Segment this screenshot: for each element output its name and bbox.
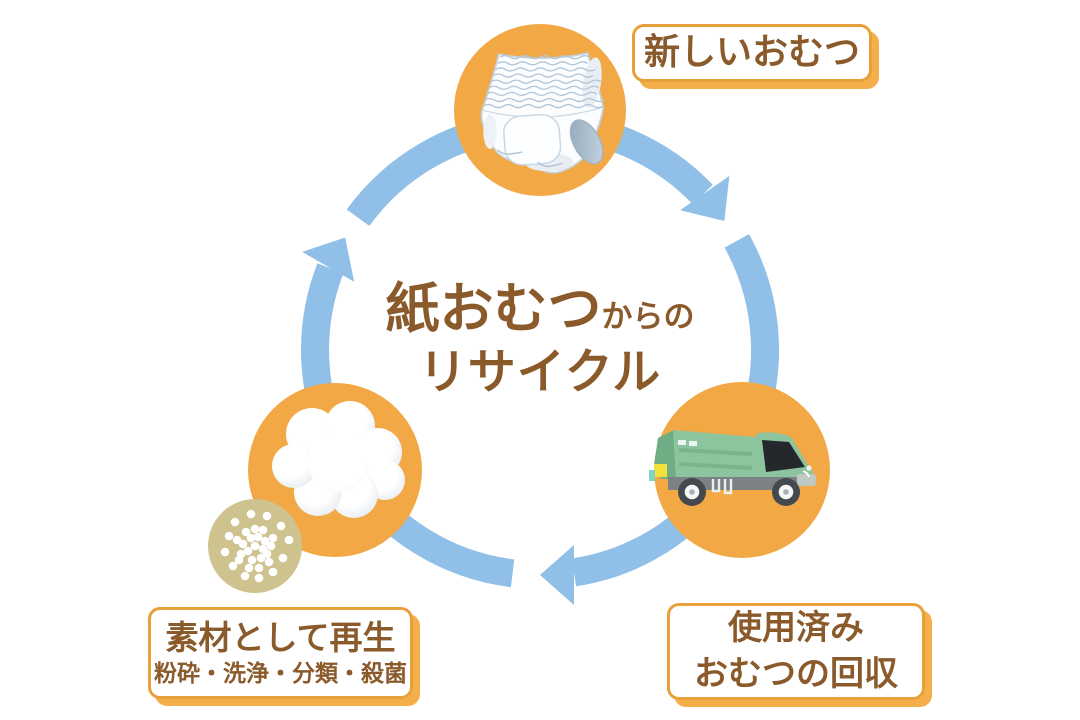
label-new-diaper-text: 新しいおむつ — [643, 31, 860, 73]
cotton-pulp-icon — [272, 401, 405, 518]
diaper-icon — [480, 52, 605, 174]
node-new-diaper — [454, 24, 626, 196]
pellets-icon — [208, 499, 302, 593]
label-material: 素材として再生 粉砕・洗浄・分類・殺菌 — [148, 607, 413, 699]
label-material-steps: 粉砕・洗浄・分類・殺菌 — [154, 660, 407, 687]
center-title-line2: リサイクル — [418, 344, 662, 400]
node-collection — [649, 382, 830, 558]
label-new-diaper: 新しいおむつ — [632, 24, 872, 82]
center-title-suffix: からの — [601, 299, 695, 335]
label-collection-line1: 使用済み — [728, 607, 864, 648]
center-title-main: 紙おむつ — [385, 277, 602, 340]
label-material-title: 素材として再生 — [165, 618, 396, 658]
label-collection: 使用済み おむつの回収 — [667, 603, 925, 700]
label-collection-line2: おむつの回収 — [694, 653, 898, 694]
node-material — [208, 383, 422, 593]
garbage-truck-icon — [649, 430, 816, 506]
truck-wheels — [678, 478, 800, 506]
center-title: 紙おむつからの リサイクル — [290, 282, 790, 400]
center-title-line1: 紙おむつからの — [290, 282, 790, 336]
